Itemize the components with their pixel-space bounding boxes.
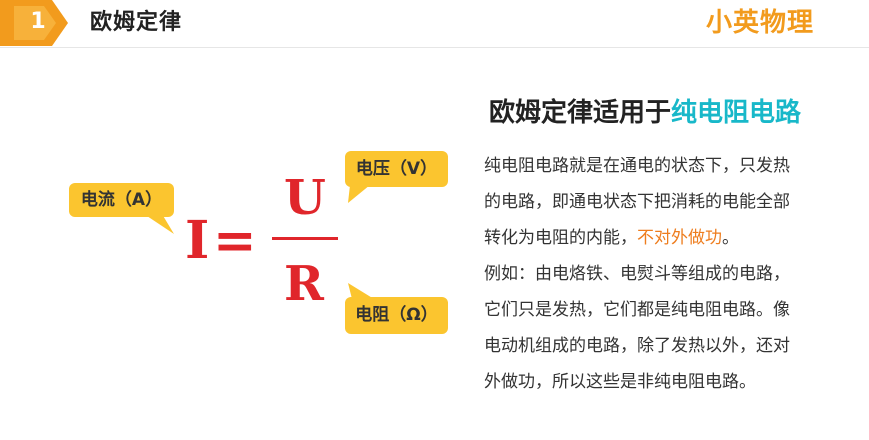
resistance-unit-callout: 电阻（Ω） <box>345 297 448 334</box>
line-prefix: 转化为电阻的内能， <box>484 228 637 248</box>
resistance-callout-pointer-icon <box>348 283 374 299</box>
badge-shape-icon <box>0 0 68 46</box>
heading-highlight: 纯电阻电路 <box>671 98 802 128</box>
paragraph-line: 纯电阻电路就是在通电的状态下，只发热 <box>484 156 790 176</box>
current-callout-pointer-icon <box>144 214 174 234</box>
content-body: 纯电阻电路就是在通电的状态下，只发热 的电路，即通电状态下把消耗的电能全部 转化… <box>484 148 834 400</box>
section-number: 1 <box>30 9 46 34</box>
header-bar: 1 欧姆定律 小英物理 <box>0 0 869 48</box>
formula-voltage-symbol: U <box>284 170 326 226</box>
paragraph-line: 转化为电阻的内能，不对外做功。 <box>484 220 834 256</box>
paragraph-line: 外做功，所以这些是非纯电阻电路。 <box>484 372 756 392</box>
paragraph-line: 它们只是发热，它们都是纯电阻电路。像 <box>484 300 790 320</box>
header-divider <box>0 47 869 48</box>
brand-logo: 小英物理 <box>706 8 815 38</box>
formula-resistance-symbol: R <box>284 256 324 312</box>
current-unit-callout: 电流（A） <box>69 183 174 217</box>
section-title: 欧姆定律 <box>90 10 183 35</box>
voltage-unit-callout: 电压（V） <box>345 151 448 187</box>
formula-fraction-bar <box>272 237 338 240</box>
line-suffix: 。 <box>722 228 739 248</box>
content-heading: 欧姆定律适用于纯电阻电路 <box>489 93 801 133</box>
accent-text: 不对外做功 <box>637 228 722 248</box>
formula-current-symbol: I <box>185 210 210 271</box>
heading-prefix: 欧姆定律适用于 <box>489 98 672 128</box>
paragraph-line: 的电路，即通电状态下把消耗的电能全部 <box>484 192 790 212</box>
voltage-callout-pointer-icon <box>348 185 370 203</box>
section-number-badge: 1 <box>0 0 72 46</box>
paragraph-line: 例如：由电烙铁、电熨斗等组成的电路， <box>484 264 790 284</box>
paragraph-line: 电动机组成的电路，除了发热以外，还对 <box>484 336 790 356</box>
formula-equals-sign: = <box>213 210 257 271</box>
